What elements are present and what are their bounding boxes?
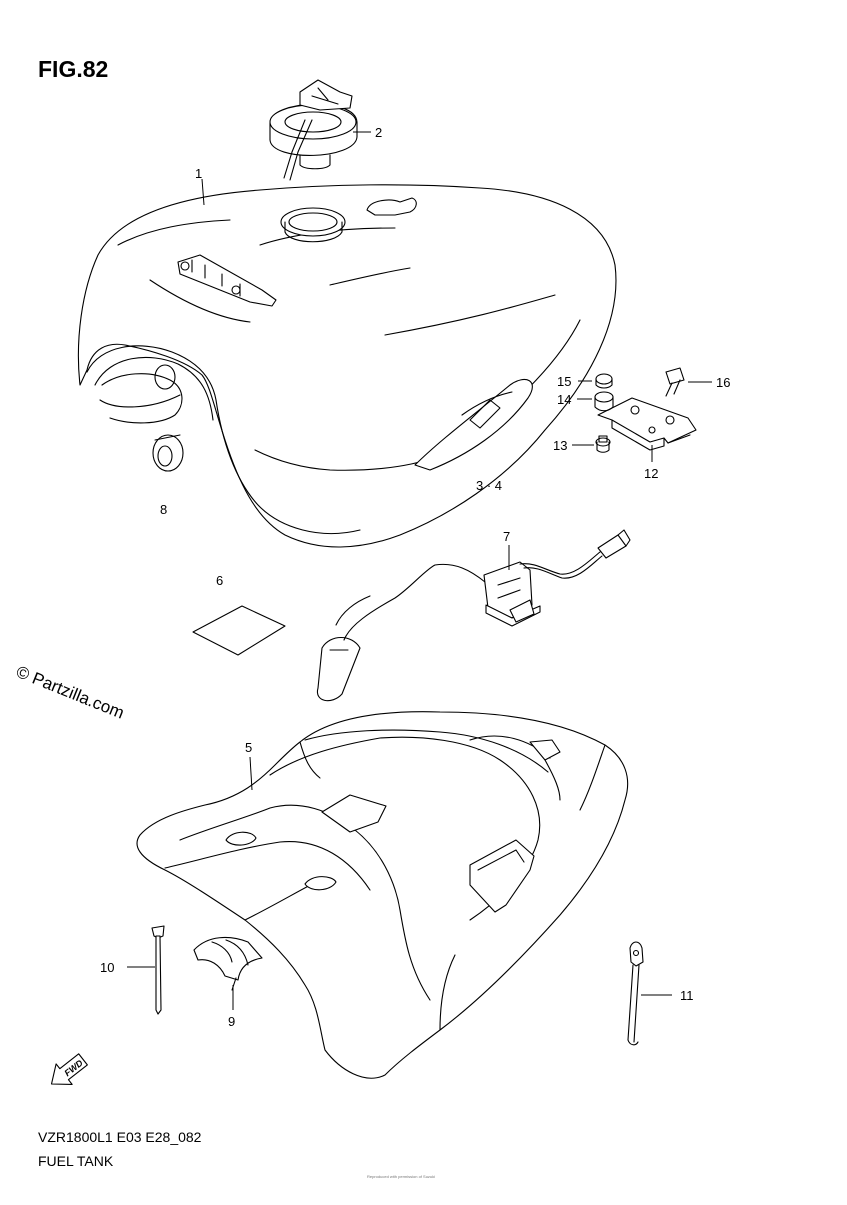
callout-13: 13 xyxy=(553,438,567,453)
callout-6: 6 xyxy=(216,573,223,588)
part-14-cushion[interactable] xyxy=(594,391,614,412)
callout-1: 1 xyxy=(195,166,202,181)
callout-14: 14 xyxy=(557,392,571,407)
part-5-tank-cover[interactable] xyxy=(136,711,629,1079)
figure-code: VZR1800L1 E03 E28_082 xyxy=(38,1129,202,1145)
callout-5: 5 xyxy=(245,740,252,755)
part-15-damper-cap[interactable] xyxy=(595,373,613,389)
callout-2: 2 xyxy=(375,125,382,140)
part-8-grommet[interactable] xyxy=(152,434,184,472)
part-13-collar-bolt[interactable] xyxy=(595,435,611,453)
watermark: © Partzilla.com xyxy=(14,662,127,723)
callout-8: 8 xyxy=(160,502,167,517)
callout-12: 12 xyxy=(644,466,658,481)
figure-title: FIG.82 xyxy=(38,56,108,82)
callout-7: 7 xyxy=(503,529,510,544)
callout-3-4: 3 · 4 xyxy=(476,478,502,493)
part-10-cable-tie[interactable] xyxy=(151,925,165,1015)
callout-11: 11 xyxy=(680,988,694,1003)
callout-9: 9 xyxy=(228,1014,235,1029)
part-12-mount-plate[interactable] xyxy=(597,397,697,451)
figure-name: FUEL TANK xyxy=(38,1153,114,1169)
part-6-pad[interactable] xyxy=(192,605,286,656)
callout-15: 15 xyxy=(557,374,571,389)
fwd-arrow-icon: FWD xyxy=(50,1053,88,1085)
part-11-clamp[interactable] xyxy=(627,941,644,1046)
part-1-fuel-tank[interactable] xyxy=(77,184,617,548)
part-2-fuel-cap[interactable] xyxy=(269,79,358,181)
leader-lines xyxy=(127,131,712,1010)
part-9-cushion[interactable] xyxy=(193,936,263,991)
fine-print: Reproduced with permission of Suzuki xyxy=(367,1174,435,1179)
callout-16: 16 xyxy=(716,375,730,390)
part-7-fuel-level-gauge[interactable] xyxy=(316,529,631,702)
part-16-bolt[interactable] xyxy=(665,367,685,397)
callout-10: 10 xyxy=(100,960,114,975)
